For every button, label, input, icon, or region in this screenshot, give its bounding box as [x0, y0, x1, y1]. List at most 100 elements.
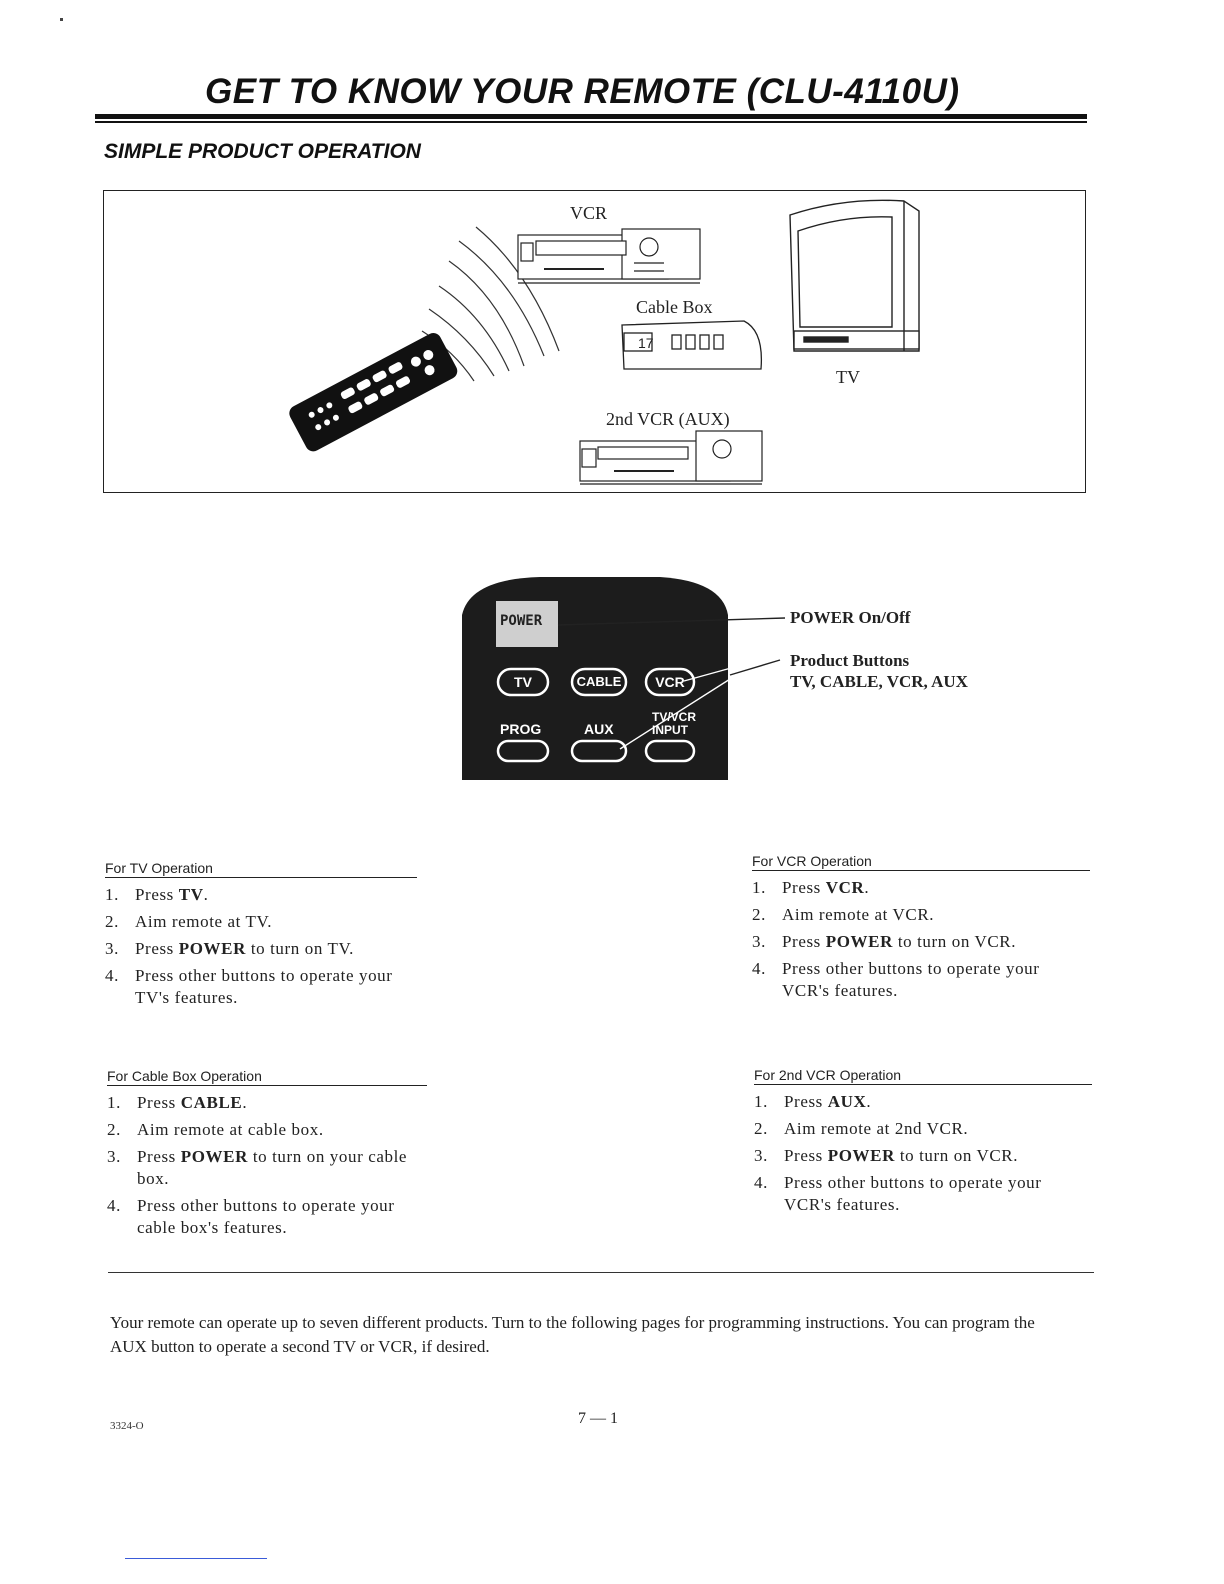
product-buttons-callout-title: Product Buttons [790, 651, 910, 670]
second-vcr-operation-heading: For 2nd VCR Operation [754, 1067, 1092, 1085]
step-text-suffix: . [203, 885, 209, 904]
step-item: 1.Press AUX. [754, 1091, 1092, 1113]
step-number: 3. [107, 1147, 121, 1166]
step-number: 1. [107, 1093, 121, 1112]
step-text: Press [782, 878, 826, 897]
tvvcr-button-label[interactable]: TV/VCR INPUT [652, 710, 697, 737]
step-number: 4. [754, 1173, 768, 1192]
title-rule-thick [95, 114, 1087, 119]
power-callout: POWER On/Off [790, 608, 911, 627]
prog-button-label[interactable]: PROG [500, 721, 542, 737]
tv-label: TV [836, 367, 860, 387]
step-text-suffix: to turn on your cable box. [137, 1147, 408, 1188]
step-item: 1.Press CABLE. [107, 1092, 427, 1114]
step-text: Press other buttons to operate your cabl… [137, 1196, 395, 1237]
cable-box-display: 17 [638, 335, 654, 351]
step-item: 4.Press other buttons to operate your VC… [752, 958, 1090, 1002]
second-vcr-steps: 1.Press AUX. 2. Aim remote at 2nd VCR. 3. Pr… [754, 1091, 1092, 1216]
step-item: 2.Aim remote at TV. [105, 911, 417, 933]
remote-control-icon [289, 333, 458, 452]
step-text-suffix: to turn on VCR. [892, 932, 1017, 951]
tv-operation-section: For TV Operation 1. Press TV. 2.Aim remote… [105, 860, 417, 1014]
tv-icon [789, 199, 920, 352]
step-text: Press other buttons to operate your VCR'… [782, 959, 1040, 1000]
step-keyword: POWER [180, 1147, 248, 1166]
vcr-operation-heading: For VCR Operation [752, 853, 1090, 871]
power-button[interactable]: POWER [500, 613, 543, 629]
step-text-suffix: . [242, 1093, 248, 1112]
step-keyword: POWER [827, 1146, 895, 1165]
step-number: 1. [105, 885, 119, 904]
step-number: 3. [752, 932, 766, 951]
title-rule-thin [95, 121, 1087, 123]
step-item: 1. Press VCR. [752, 877, 1090, 899]
step-text-suffix: to turn on TV. [245, 939, 355, 958]
step-text: Aim remote at cable box. [137, 1120, 324, 1139]
step-keyword: POWER [825, 932, 893, 951]
step-number: 3. [105, 939, 119, 958]
step-text: Aim remote at VCR. [782, 905, 935, 924]
cable-steps: 1.Press CABLE.2.Aim remote at cable box.… [107, 1092, 427, 1239]
footer-paragraph: Your remote can operate up to seven diff… [110, 1313, 1035, 1356]
step-text: Aim remote at 2nd VCR. [784, 1119, 969, 1138]
ir-signal-waves-icon [421, 226, 560, 382]
step-number: 2. [752, 905, 766, 924]
step-number: 2. [754, 1119, 768, 1138]
cable-operation-section: For Cable Box Operation 1.Press CABLE.2.… [107, 1068, 427, 1244]
tv-button[interactable]: TV [514, 674, 532, 690]
cable-operation-heading: For Cable Box Operation [107, 1068, 427, 1086]
cable-button[interactable]: CABLE [576, 674, 622, 689]
remote-closeup: POWER TV CABLE VCR PROG AUX TV/VCR INPUT [460, 575, 735, 780]
step-item: 3. Press POWER to turn on your cable box. [107, 1146, 427, 1190]
step-number: 2. [107, 1120, 121, 1139]
step-text: Press [135, 885, 179, 904]
footer-divider [108, 1272, 1094, 1273]
step-number: 1. [752, 878, 766, 897]
aux-button-label[interactable]: AUX [584, 721, 614, 737]
second-vcr-label: 2nd VCR (AUX) [606, 409, 730, 429]
step-number: 2. [105, 912, 119, 931]
step-text: Press [784, 1146, 828, 1165]
bottom-link-underline [125, 1558, 267, 1559]
step-text: Press [782, 932, 826, 951]
product-buttons-callout-list: TV, CABLE, VCR, AUX [790, 672, 968, 691]
vcr-label: VCR [570, 203, 608, 223]
step-item: 2. Aim remote at cable box. [107, 1119, 427, 1141]
step-text: Press other buttons to operate your TV's… [135, 966, 393, 1007]
step-item: 1. Press TV. [105, 884, 417, 906]
vcr-button[interactable]: VCR [655, 674, 685, 690]
step-keyword: VCR [825, 878, 865, 897]
page-number: 7 — 1 [578, 1410, 618, 1427]
second-vcr-operation-section: For 2nd VCR Operation 1.Press AUX. 2. Aim … [754, 1067, 1092, 1221]
second-vcr-icon [579, 430, 763, 485]
page-title: GET TO KNOW YOUR REMOTE (CLU-4110U) [205, 72, 960, 111]
step-item: 4. Press other buttons to operate your TV… [105, 965, 417, 1009]
scan-speck [60, 18, 63, 21]
power-button-shape [496, 601, 558, 647]
step-text-suffix: . [866, 1092, 872, 1111]
callout-leader-lines [557, 617, 786, 750]
tv-operation-heading: For TV Operation [105, 860, 417, 878]
step-text: Press [137, 1147, 181, 1166]
step-item: 4. Press other buttons to operate your ca… [107, 1195, 427, 1239]
step-item: 3. Press POWER to turn on TV. [105, 938, 417, 960]
step-keyword: POWER [178, 939, 246, 958]
step-keyword: TV [178, 885, 204, 904]
step-keyword: CABLE [180, 1093, 243, 1112]
step-number: 4. [105, 966, 119, 985]
step-item: 2. Aim remote at 2nd VCR. [754, 1118, 1092, 1140]
step-text: Press [135, 939, 179, 958]
step-item: 3. Press POWER to turn on VCR. [754, 1145, 1092, 1167]
section-subtitle: SIMPLE PRODUCT OPERATION [104, 140, 421, 163]
step-number: 4. [107, 1196, 121, 1215]
step-number: 3. [754, 1146, 768, 1165]
remote-closeup-body [462, 577, 728, 780]
device-diagram: 17 VCR Cable Box TV 2nd VCR (AUX) [103, 190, 1086, 493]
tv-steps: 1. Press TV. 2.Aim remote at TV. 3. Press PO… [105, 884, 417, 1009]
step-text-suffix: to turn on VCR. [894, 1146, 1019, 1165]
step-text-suffix: . [864, 878, 870, 897]
step-item: 4.Press other buttons to operate your VC… [754, 1172, 1092, 1216]
cable-box-label: Cable Box [636, 297, 713, 317]
cable-box-icon [621, 320, 763, 370]
vcr-steps: 1. Press VCR. 2. Aim remote at VCR. 3. Press … [752, 877, 1090, 1002]
